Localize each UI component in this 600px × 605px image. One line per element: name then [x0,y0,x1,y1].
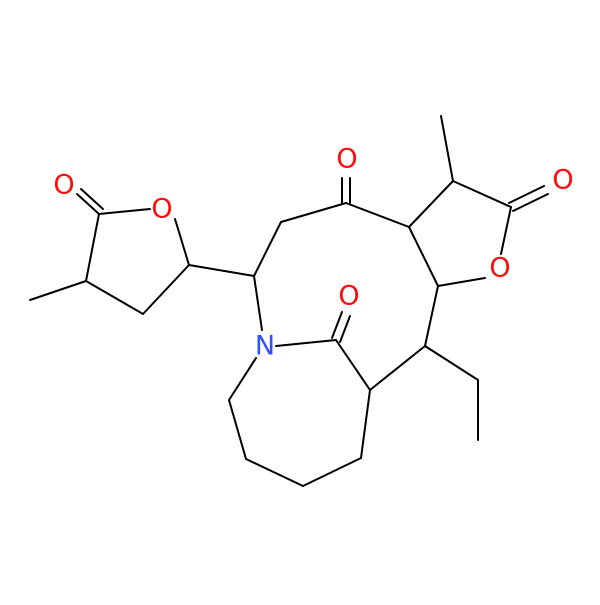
bond [76,193,100,215]
bond [142,264,190,315]
bond [228,399,247,460]
bond [437,277,486,287]
oxygen-label: O [489,253,510,284]
oxygen-label: O [151,194,172,225]
bond [452,180,512,208]
bond [228,357,257,401]
bond [98,208,151,215]
bond [275,339,337,347]
bond [408,180,454,228]
bond [335,339,371,391]
bond [369,345,426,391]
oxygen-label: O [338,281,359,312]
bond [245,458,304,487]
bond [424,285,439,347]
bond [512,193,549,212]
bond [360,389,371,459]
bond [508,185,545,204]
bond [253,221,282,277]
oxygen-label: O [53,170,74,201]
bond [80,188,104,210]
bond [339,315,351,343]
bond [253,275,263,331]
bond [424,345,479,381]
bond [280,202,347,223]
bond [174,218,190,266]
bond [440,115,454,182]
bond [345,202,410,228]
nitrogen-label: N [255,331,275,362]
bond [29,280,87,301]
bond [85,280,144,315]
bond [408,226,439,287]
bond [188,264,255,277]
oxygen-label: O [552,165,573,196]
atom-labels: O O O O O O N [53,144,573,362]
bonds [29,115,549,487]
bond [500,206,512,255]
bond [85,213,100,282]
bond [302,457,362,487]
oxygen-label: O [336,144,357,175]
bond [331,311,343,339]
